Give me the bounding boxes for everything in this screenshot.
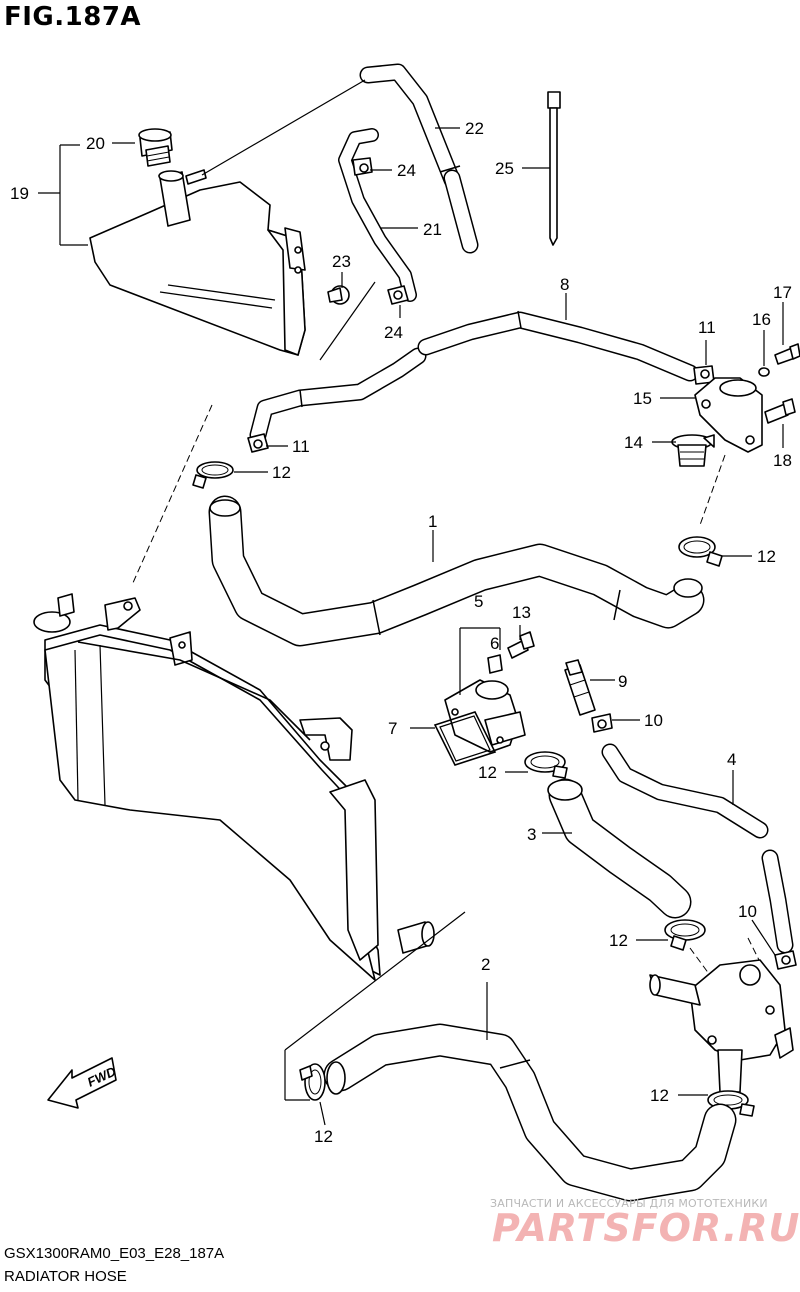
water-pump-cover[interactable] bbox=[649, 959, 794, 1093]
callout-11b: 11 bbox=[698, 318, 716, 337]
callout-25: 25 bbox=[495, 159, 514, 178]
radiator-hose-1[interactable] bbox=[208, 495, 705, 647]
callout-9: 9 bbox=[618, 672, 627, 691]
reservoir-tank[interactable] bbox=[89, 169, 306, 356]
hose-clamp-11-right[interactable] bbox=[693, 365, 715, 385]
callout-bracket-5 bbox=[459, 627, 501, 695]
callout-10b: 10 bbox=[738, 902, 757, 921]
hose-clamp-12-e[interactable] bbox=[299, 1063, 326, 1101]
callout-12e: 12 bbox=[314, 1127, 333, 1146]
bolt-13[interactable] bbox=[507, 631, 535, 659]
o-ring-7[interactable] bbox=[433, 711, 497, 766]
figure-model-code: GSX1300RAM0_E03_E28_187A bbox=[4, 1245, 225, 1262]
callout-7: 7 bbox=[388, 719, 397, 738]
connection-line-radiator-1 bbox=[131, 404, 213, 586]
callout-12b: 12 bbox=[757, 547, 776, 566]
callout-18: 18 bbox=[773, 451, 792, 470]
bypass-hose[interactable] bbox=[249, 310, 699, 444]
callout-23: 23 bbox=[332, 252, 351, 271]
connection-line-tank-22 bbox=[201, 79, 366, 176]
hose-clamp-11-left[interactable] bbox=[247, 433, 269, 453]
callout-24b: 24 bbox=[384, 323, 403, 342]
callout-22: 22 bbox=[465, 119, 484, 138]
connection-line-thermostat-1 bbox=[699, 454, 726, 526]
washer-16[interactable] bbox=[758, 367, 770, 377]
callout-12f: 12 bbox=[650, 1086, 669, 1105]
bolt-18[interactable] bbox=[764, 398, 796, 424]
callout-12c: 12 bbox=[478, 763, 497, 782]
hose-clamp-12-d[interactable] bbox=[664, 919, 706, 951]
callout-14: 14 bbox=[624, 433, 643, 452]
hose-clamp-24-lower[interactable] bbox=[387, 285, 409, 305]
callout-19: 19 bbox=[10, 184, 29, 203]
thermostat[interactable] bbox=[671, 434, 715, 467]
connection-line-pump-3 bbox=[689, 947, 713, 979]
thermostat-case[interactable] bbox=[444, 679, 526, 753]
callout-16: 16 bbox=[752, 310, 771, 329]
callout-3: 3 bbox=[527, 825, 536, 844]
callout-20: 20 bbox=[86, 134, 105, 153]
cable-tie[interactable] bbox=[547, 91, 561, 246]
figure-section-name: RADIATOR HOSE bbox=[4, 1268, 127, 1285]
radiator-hose-3[interactable] bbox=[547, 778, 692, 919]
connection-line-tank-21 bbox=[319, 281, 376, 361]
figure-title: FIG.187A bbox=[4, 2, 142, 32]
radiator-hose-2[interactable] bbox=[323, 1023, 737, 1202]
callout-17: 17 bbox=[773, 283, 792, 302]
overflow-hose-22[interactable] bbox=[359, 63, 479, 254]
callout-13: 13 bbox=[512, 603, 531, 622]
callout-8: 8 bbox=[560, 275, 569, 294]
cap-6[interactable] bbox=[487, 654, 503, 674]
leader-10b bbox=[751, 919, 776, 956]
union-fitting-9[interactable] bbox=[564, 659, 596, 716]
hose-clamp-12-b[interactable] bbox=[678, 536, 723, 567]
callout-bracket-19 bbox=[38, 144, 88, 246]
water-hose-4[interactable] bbox=[601, 743, 794, 954]
callout-15: 15 bbox=[633, 389, 652, 408]
leader-12e bbox=[319, 1101, 326, 1126]
callout-11a: 11 bbox=[292, 437, 310, 456]
callout-5: 5 bbox=[474, 592, 483, 611]
watermark-tagline: ЗАПЧАСТИ И АКСЕССУАРЫ ДЛЯ МОТОТЕХНИКИ bbox=[490, 1197, 768, 1210]
hose-clamp-12-c[interactable] bbox=[524, 751, 568, 779]
callout-12a: 12 bbox=[272, 463, 291, 482]
bolt-17[interactable] bbox=[774, 343, 800, 365]
callout-4: 4 bbox=[727, 750, 736, 769]
callout-12d: 12 bbox=[609, 931, 628, 950]
callout-21: 21 bbox=[423, 220, 442, 239]
callout-10a: 10 bbox=[644, 711, 663, 730]
callout-6: 6 bbox=[490, 634, 499, 653]
callout-labels: 1 2 3 4 5 6 7 8 9 10 10 11 11 12 12 12 1… bbox=[10, 119, 792, 1146]
connection-line-pump-4 bbox=[747, 937, 761, 963]
callout-24a: 24 bbox=[397, 161, 416, 180]
callout-2: 2 bbox=[481, 955, 490, 974]
watermark-logo: PARTSFOR.RU bbox=[492, 1206, 800, 1250]
radiator[interactable] bbox=[33, 593, 435, 981]
overflow-hose-21[interactable] bbox=[338, 128, 417, 302]
forward-direction-arrow: FWD bbox=[47, 1057, 119, 1109]
hose-clamp-10-a[interactable] bbox=[591, 713, 613, 733]
callout-1: 1 bbox=[428, 512, 437, 531]
hose-clamp-10-b[interactable] bbox=[774, 950, 797, 970]
hose-clamp-12-a[interactable] bbox=[192, 461, 234, 489]
reservoir-cap[interactable] bbox=[138, 128, 173, 167]
thermostat-cover[interactable] bbox=[694, 377, 763, 453]
connection-panel-2 bbox=[284, 911, 466, 1101]
hose-clamp-24-upper[interactable] bbox=[352, 157, 373, 176]
bolt-23[interactable] bbox=[327, 285, 350, 305]
